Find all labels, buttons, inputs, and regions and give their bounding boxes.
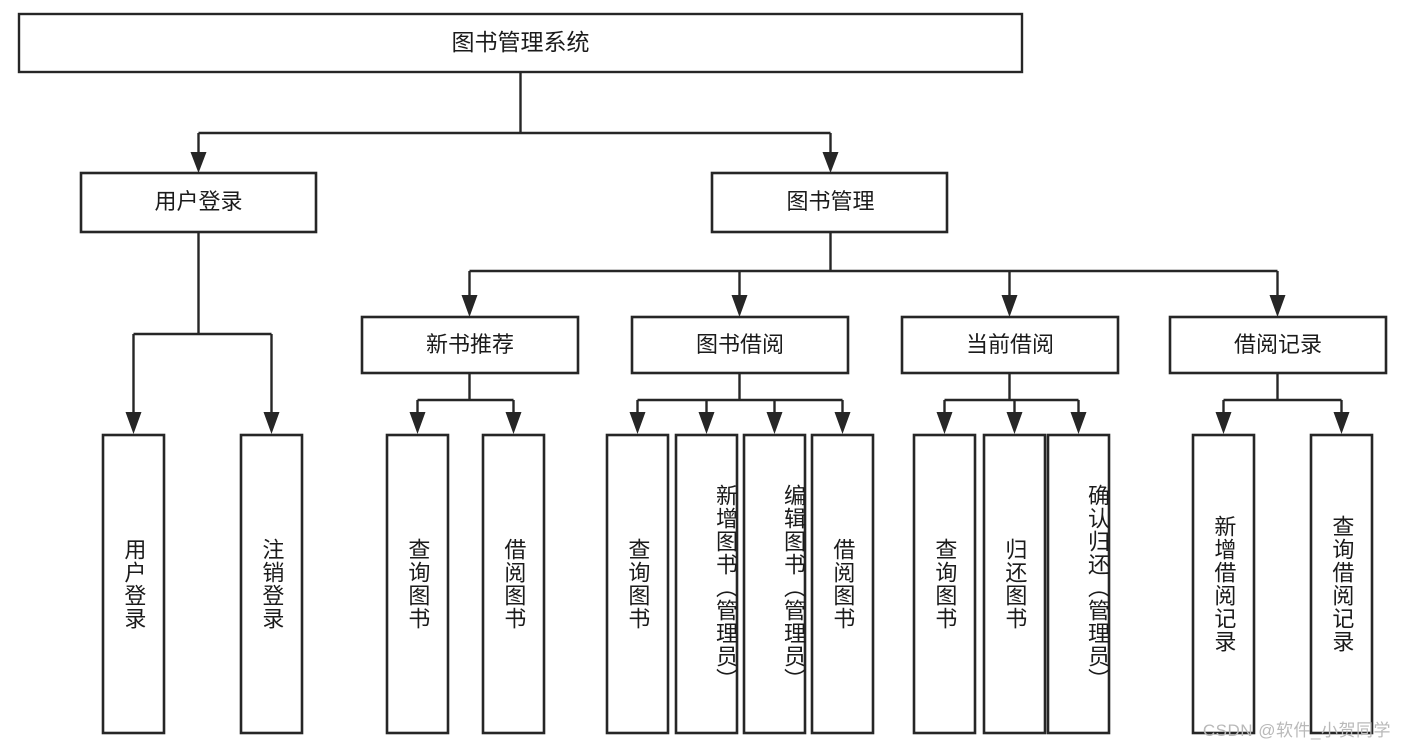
- leaf-label-edit-book: 编辑图书（管理员）: [781, 483, 806, 691]
- leaf-label-query-book-2: 查询图书: [625, 538, 651, 630]
- arrow-head-leaf-user-login: [125, 412, 142, 434]
- leaf-label-logout: 注销登录: [259, 538, 285, 630]
- arrow-head-user-login: [190, 152, 207, 173]
- leaf-label-borrow-book-1: 借阅图书: [501, 538, 527, 630]
- arrow-head-new-book-recommend: [461, 295, 478, 317]
- node-leaf-return-book-box[interactable]: [982, 433, 1047, 735]
- node-current-borrow-label: 当前借阅: [966, 332, 1054, 357]
- node-leaf-query-record-box[interactable]: [1309, 433, 1374, 735]
- node-leaf-borrow-book-1-box[interactable]: [481, 433, 546, 735]
- arrow-head-add-book: [698, 412, 715, 434]
- node-book-manage-box[interactable]: [710, 171, 949, 234]
- arrow-head-query-record: [1333, 412, 1350, 434]
- node-new-book-recommend-label: 新书推荐: [426, 332, 514, 357]
- arrow-head-borrow-book-2: [834, 412, 851, 434]
- node-leaf-edit-book-box[interactable]: [742, 433, 807, 735]
- leaf-label-add-book: 新增图书（管理员）: [713, 483, 738, 691]
- node-book-borrow-label: 图书借阅: [696, 332, 784, 357]
- node-root-box[interactable]: [17, 12, 1024, 74]
- arrow-head-query-book-3: [936, 412, 953, 434]
- nodes-layer: 图书管理系统 用户登录 图书管理 新书推荐 图书借阅 当前借阅 借阅记录: [17, 12, 1388, 735]
- leaf-label-borrow-book-2: 借阅图书: [830, 538, 856, 630]
- leaf-label-user-login: 用户登录: [121, 538, 147, 630]
- arrow-head-return-book: [1006, 412, 1023, 434]
- arrow-head-current-borrow: [1001, 295, 1018, 317]
- leaf-label-return-book: 归还图书: [1002, 538, 1028, 630]
- arrow-head-edit-book: [766, 412, 783, 434]
- node-leaf-user-login-box[interactable]: [101, 433, 166, 735]
- node-book-manage-label: 图书管理: [786, 189, 874, 214]
- arrow-head-query-book-2: [629, 412, 646, 434]
- arrow-head-book-borrow: [731, 295, 748, 317]
- arrow-head-add-record: [1215, 412, 1232, 434]
- leaf-label-query-book-1: 查询图书: [405, 538, 431, 630]
- node-user-login-label: 用户登录: [154, 189, 242, 214]
- leaf-label-query-book-3: 查询图书: [932, 538, 958, 630]
- node-current-borrow-box[interactable]: [900, 315, 1120, 375]
- leaf-label-add-record: 新增借阅记录: [1211, 515, 1237, 653]
- edges-layer: [125, 72, 1350, 434]
- arrow-head-query-book-1: [409, 412, 426, 434]
- node-leaf-confirm-return-box[interactable]: [1046, 433, 1111, 735]
- node-new-book-recommend-box[interactable]: [360, 315, 580, 375]
- node-borrow-record-label: 借阅记录: [1234, 332, 1322, 357]
- node-borrow-record-box[interactable]: [1168, 315, 1388, 375]
- node-leaf-logout-box[interactable]: [239, 433, 304, 735]
- node-leaf-query-book-1-box[interactable]: [385, 433, 450, 735]
- node-leaf-add-record-box[interactable]: [1191, 433, 1256, 735]
- leaf-label-confirm-return: 确认归还（管理员）: [1085, 483, 1110, 691]
- node-user-login-box[interactable]: [79, 171, 318, 234]
- leaf-label-query-record: 查询借阅记录: [1329, 515, 1355, 653]
- arrow-head-borrow-book-1: [505, 412, 522, 434]
- arrow-head-leaf-logout: [263, 412, 280, 434]
- arrow-head-confirm-return: [1070, 412, 1087, 434]
- node-root-label: 图书管理系统: [452, 29, 590, 55]
- node-leaf-borrow-book-2-box[interactable]: [810, 433, 875, 735]
- node-book-borrow-box[interactable]: [630, 315, 850, 375]
- arrow-head-borrow-record: [1269, 295, 1286, 317]
- node-leaf-query-book-3-box[interactable]: [912, 433, 977, 735]
- csdn-watermark: CSDN @软件_小贺同学: [1202, 721, 1391, 740]
- node-leaf-add-book-box[interactable]: [674, 433, 739, 735]
- arrow-head-book-manage: [822, 152, 839, 173]
- node-leaf-query-book-2-box[interactable]: [605, 433, 670, 735]
